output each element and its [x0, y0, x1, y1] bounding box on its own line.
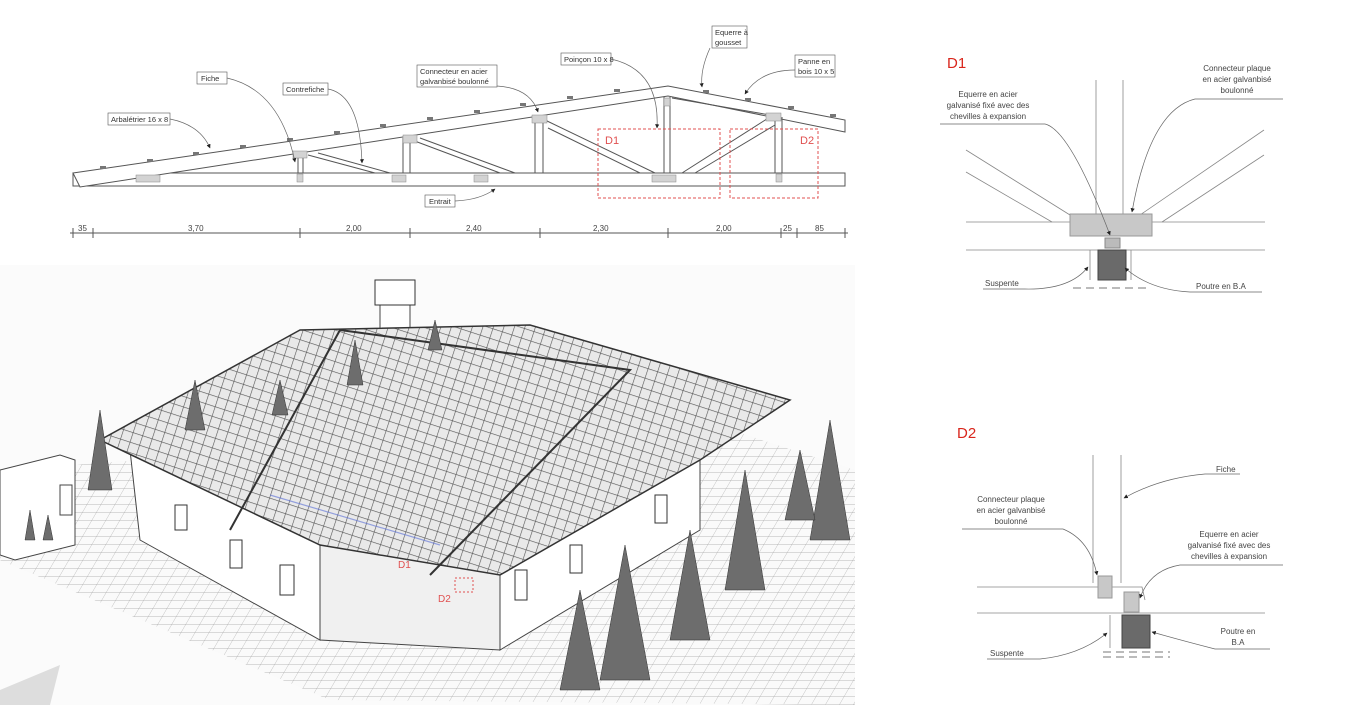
- connector-plates: [135, 97, 783, 183]
- svg-text:2,30: 2,30: [593, 224, 609, 233]
- ba-beam: [1121, 614, 1151, 649]
- marker-d2: D2: [800, 135, 814, 147]
- svg-text:2,40: 2,40: [466, 224, 482, 233]
- svg-text:Contrefiche: Contrefiche: [286, 85, 324, 94]
- detail-d2-title: D2: [957, 425, 976, 442]
- svg-text:Poinçon 10 x 8: Poinçon 10 x 8: [564, 55, 614, 64]
- detail-d1: D1 Equerre en acier galvanisé fixé avec …: [940, 55, 1283, 293]
- svg-text:3,70: 3,70: [188, 224, 204, 233]
- callout-arbaletrier: Arbalétrier 16 x 8: [107, 112, 211, 149]
- trees: [24, 319, 851, 691]
- svg-text:Equerre en acier: Equerre en acier: [958, 90, 1017, 99]
- svg-text:2,00: 2,00: [716, 224, 732, 233]
- svg-text:chevilles à expansion: chevilles à expansion: [1191, 552, 1267, 561]
- callout-fiche: Fiche: [196, 71, 297, 163]
- svg-text:Arbalétrier 16 x 8: Arbalétrier 16 x 8: [111, 115, 168, 124]
- ba-beam: [1097, 249, 1127, 281]
- connector-plate: [1097, 575, 1113, 599]
- svg-text:en acier galvanbisé: en acier galvanbisé: [977, 506, 1046, 515]
- svg-text:35: 35: [78, 224, 87, 233]
- svg-text:galvanbisé boulonné: galvanbisé boulonné: [420, 77, 489, 86]
- svg-text:B.A: B.A: [1232, 638, 1246, 647]
- svg-text:Equerre en acier: Equerre en acier: [1199, 530, 1258, 539]
- svg-text:Connecteur plaque: Connecteur plaque: [977, 495, 1045, 504]
- callout-panne: Panne en bois 10 x 5: [744, 54, 836, 95]
- detail-d1-title: D1: [947, 55, 966, 72]
- connector-plate: [1069, 213, 1153, 237]
- svg-text:gousset: gousset: [715, 38, 742, 47]
- svg-text:chevilles à expansion: chevilles à expansion: [950, 112, 1026, 121]
- svg-text:Panne en: Panne en: [798, 57, 830, 66]
- marker-d1: D1: [605, 135, 619, 147]
- callout-poincon: Poinçon 10 x 8: [560, 52, 660, 129]
- render-marker-d2: D2: [438, 594, 451, 605]
- truss-elevation: D1 D2 Arbalétrier 16 x 8 Fiche Contrefic…: [70, 25, 848, 238]
- render-marker-d1: D1: [398, 560, 411, 571]
- svg-text:Fiche: Fiche: [1216, 465, 1236, 474]
- svg-text:Entrait: Entrait: [429, 197, 452, 206]
- truss-members: [297, 97, 783, 174]
- svg-text:galvanisé fixé avec des: galvanisé fixé avec des: [1188, 541, 1271, 550]
- callout-contrefiche: Contrefiche: [282, 82, 364, 164]
- svg-text:galvanisé fixé avec des: galvanisé fixé avec des: [947, 101, 1030, 110]
- steel-bracket: [1123, 591, 1140, 613]
- svg-text:en acier galvanbisé: en acier galvanbisé: [1203, 75, 1272, 84]
- detail-box-d2[interactable]: [729, 128, 819, 199]
- svg-text:Fiche: Fiche: [201, 74, 219, 83]
- arbaletrier-beam: [72, 85, 846, 188]
- steel-bracket: [1104, 237, 1121, 249]
- detail-d2: D2 Fiche Connecteur plaque en acier galv…: [957, 425, 1283, 660]
- svg-text:2,00: 2,00: [346, 224, 362, 233]
- detail-box-d1[interactable]: [597, 128, 721, 199]
- render-3d: D1 D2: [0, 265, 855, 705]
- svg-text:boulonné: boulonné: [1221, 86, 1254, 95]
- callout-entrait: Entrait: [424, 188, 496, 208]
- dimension-line: 35 3,70 2,00 2,40 2,30 2,00 25 85: [70, 224, 848, 238]
- svg-text:Suspente: Suspente: [990, 649, 1024, 658]
- svg-text:25: 25: [783, 224, 792, 233]
- svg-text:Poutre en: Poutre en: [1221, 627, 1256, 636]
- callout-equerre: Equerre à gousset: [699, 25, 749, 88]
- svg-text:boulonné: boulonné: [995, 517, 1028, 526]
- svg-text:bois 10 x 5: bois 10 x 5: [798, 67, 834, 76]
- roof-structure: [98, 324, 792, 576]
- svg-text:Poutre en B.A: Poutre en B.A: [1196, 282, 1246, 291]
- purlins: [100, 89, 836, 169]
- callout-connecteur: Connecteur en acier galvanbisé boulonné: [416, 64, 539, 113]
- svg-text:85: 85: [815, 224, 824, 233]
- svg-text:Suspente: Suspente: [985, 279, 1019, 288]
- entrait-beam: [72, 172, 846, 187]
- svg-text:Equerre à: Equerre à: [715, 28, 749, 37]
- svg-text:Connecteur plaque: Connecteur plaque: [1203, 64, 1271, 73]
- svg-text:Connecteur en acier: Connecteur en acier: [420, 67, 488, 76]
